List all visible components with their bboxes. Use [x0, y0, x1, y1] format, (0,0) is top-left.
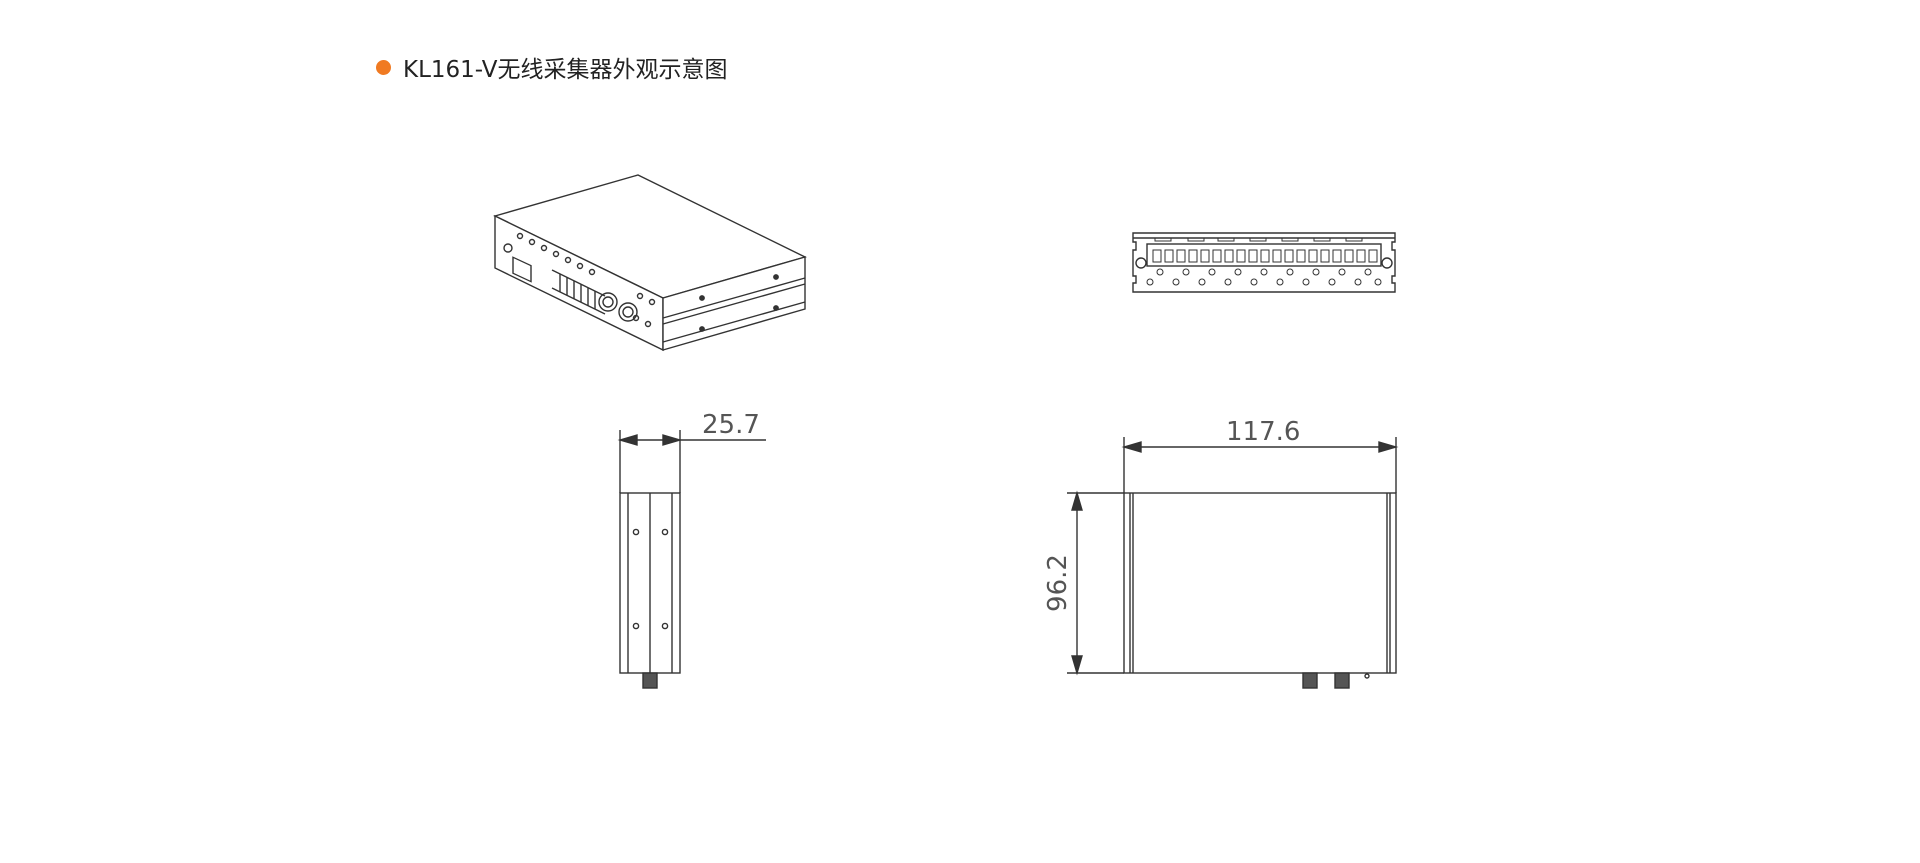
terminal-block-iso — [551, 269, 606, 315]
page-title-row: KL161-V无线采集器外观示意图 — [376, 50, 727, 84]
orange-bullet-icon — [376, 59, 391, 75]
width-dimension-label: 117.6 — [1226, 417, 1300, 447]
front-panel-view — [1132, 232, 1396, 293]
depth-dimension-label: 25.7 — [702, 410, 760, 440]
height-dimension-label: 96.2 — [1043, 554, 1073, 612]
page-title: KL161-V无线采集器外观示意图 — [403, 57, 728, 83]
side-view — [617, 430, 766, 689]
isometric-view — [493, 174, 807, 352]
top-view — [1067, 437, 1399, 689]
